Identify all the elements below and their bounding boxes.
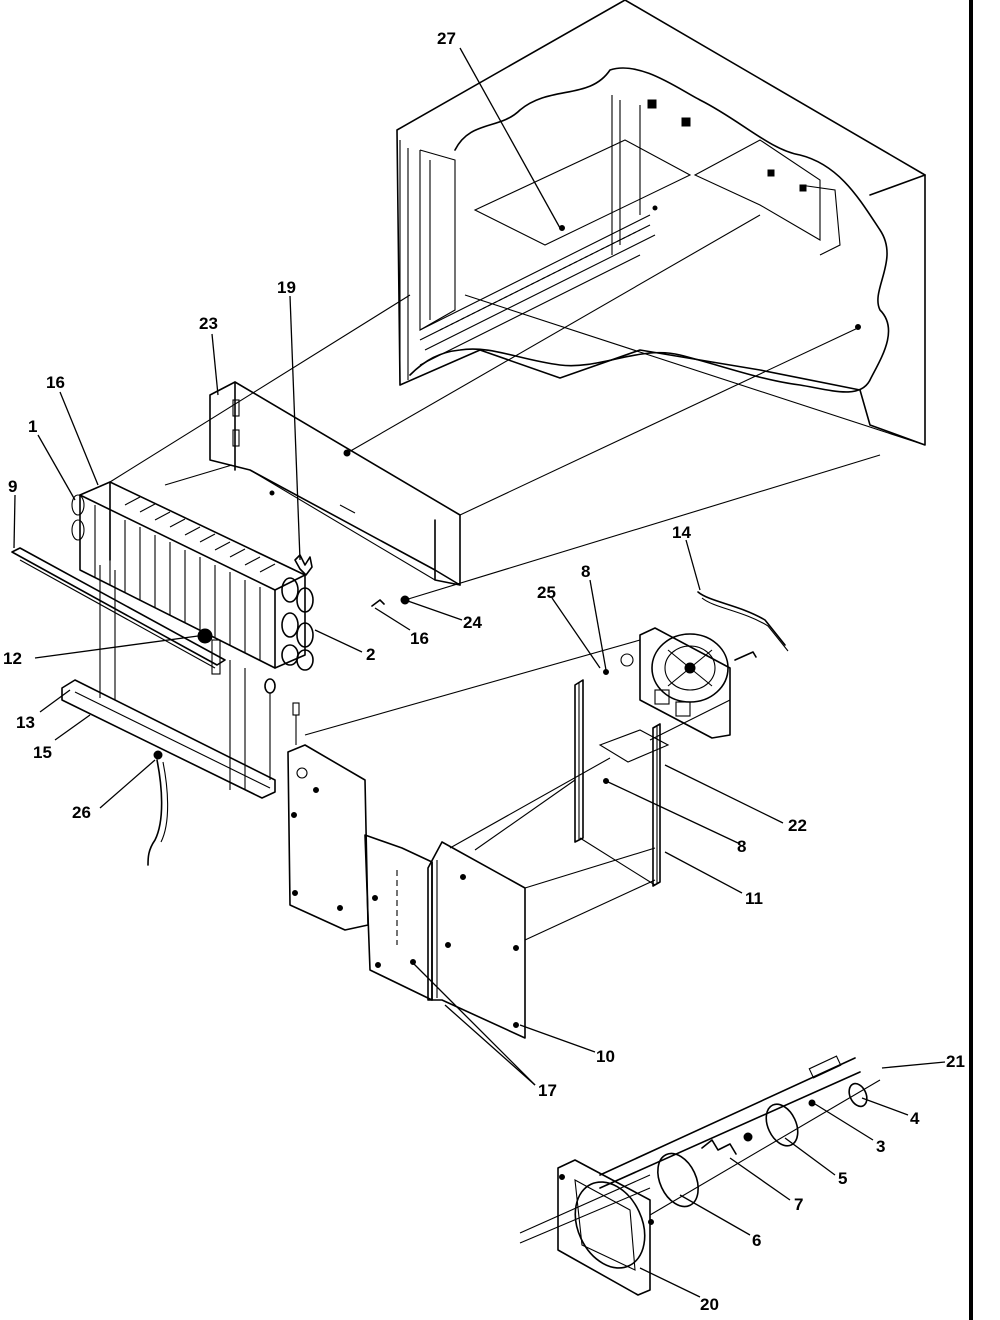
callout-2: 2 <box>366 645 375 664</box>
callout-7: 7 <box>794 1195 803 1214</box>
defrost-heater-part <box>61 565 276 799</box>
callout-10: 10 <box>596 1047 615 1066</box>
callout-12: 12 <box>3 649 22 668</box>
evaporator-partition-part <box>410 841 526 1039</box>
callout-16-screw: 16 <box>410 629 429 648</box>
leader-lines <box>13 47 946 1298</box>
callout-14: 14 <box>672 523 691 542</box>
callout-5: 5 <box>838 1169 847 1188</box>
screw-part <box>371 595 410 607</box>
callout-8-bracket: 8 <box>737 837 746 856</box>
callout-22: 22 <box>788 816 807 835</box>
callout-15: 15 <box>33 743 52 762</box>
air-duct-panel-part <box>287 744 369 931</box>
return-bends-part <box>281 577 314 671</box>
callout-19: 19 <box>277 278 296 297</box>
evaporator-cover-part <box>164 381 461 586</box>
condenser-fan-shaft-part <box>519 1057 881 1244</box>
callout-23: 23 <box>199 314 218 333</box>
callout-26: 26 <box>72 803 91 822</box>
thermostat-part <box>264 678 300 780</box>
rail-part <box>11 547 226 675</box>
callout-13: 13 <box>16 713 35 732</box>
callout-16-coil: 16 <box>46 373 65 392</box>
callout-21: 21 <box>946 1052 965 1071</box>
assembly-lines <box>109 214 926 941</box>
callout-25: 25 <box>537 583 556 602</box>
callout-17: 17 <box>538 1081 557 1100</box>
callout-9: 9 <box>8 477 17 496</box>
fan-shroud-part <box>337 834 433 1001</box>
fan-blade-part <box>657 1152 699 1208</box>
callout-1: 1 <box>28 417 37 436</box>
evaporator-fan-assembly-part <box>603 627 757 739</box>
condenser-fan-housing-part <box>557 1159 654 1296</box>
callout-3: 3 <box>876 1137 885 1156</box>
drain-tube-part <box>697 591 789 652</box>
callout-11: 11 <box>745 889 763 908</box>
callout-24: 24 <box>463 613 482 632</box>
callout-6: 6 <box>752 1231 761 1250</box>
callout-8-fan: 8 <box>581 562 590 581</box>
callout-27: 27 <box>437 29 456 48</box>
callout-4: 4 <box>910 1109 920 1128</box>
channel-bracket-part <box>574 679 670 887</box>
fan-motor-part <box>701 1055 868 1155</box>
callout-labels: 27 19 23 16 1 9 12 13 15 26 2 16 24 14 8… <box>3 29 965 1314</box>
wire-harness-part <box>147 750 169 866</box>
cabinet-liner-part <box>396 0 926 446</box>
callout-20: 20 <box>700 1295 719 1314</box>
